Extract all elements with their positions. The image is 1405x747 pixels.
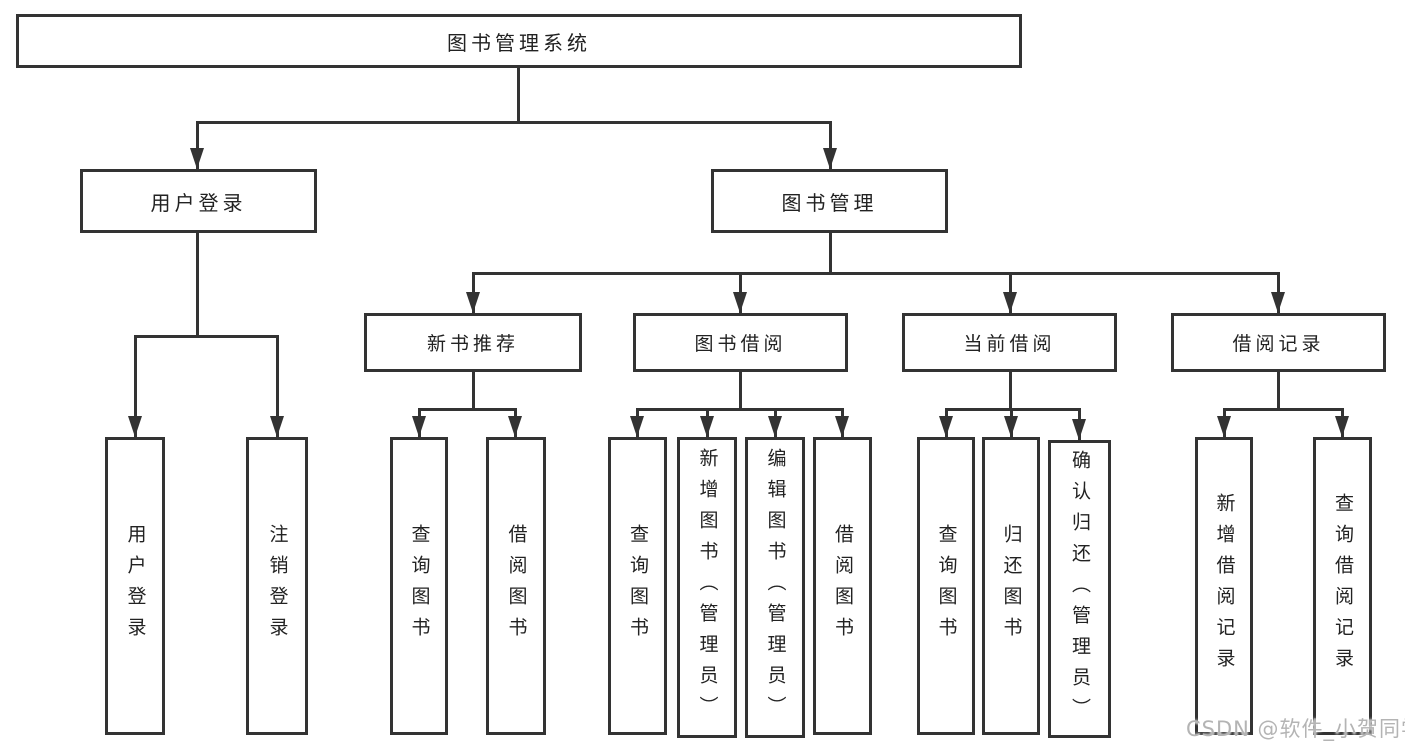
- leaf-add-borrow-record: 新增借阅记录: [1195, 437, 1253, 735]
- arrow-down-icon: [733, 292, 747, 313]
- arrow-down-icon: [939, 416, 953, 437]
- node-library-management-system: 图书管理系统: [16, 14, 1022, 68]
- connector-root-stem: [517, 68, 520, 124]
- arrow-down-icon: [190, 148, 204, 169]
- arrow-down-icon: [412, 416, 426, 437]
- leaf-return-book: 归还图书: [982, 437, 1040, 735]
- connector-records-bar: [1223, 408, 1344, 411]
- arrow-down-icon: [1003, 292, 1017, 313]
- arrow-down-icon: [768, 416, 782, 437]
- connector-drop-leaf: [276, 335, 279, 437]
- node-book-management: 图书管理: [711, 169, 948, 233]
- leaf-user-login: 用户登录: [105, 437, 165, 735]
- arrow-down-icon: [1072, 419, 1086, 440]
- arrow-down-icon: [835, 416, 849, 437]
- node-book-borrowing: 图书借阅: [633, 313, 848, 372]
- leaf-borrow-book: 借阅图书: [813, 437, 872, 735]
- leaf-query-books: 查询图书: [917, 437, 975, 735]
- node-new-book-recommend: 新书推荐: [364, 313, 582, 372]
- connector-book-stem: [829, 233, 832, 275]
- leaf-query-books: 查询图书: [608, 437, 667, 735]
- connector-drop-book-management: [829, 121, 832, 169]
- leaf-query-books: 查询图书: [390, 437, 448, 735]
- connector-root-bar: [196, 121, 832, 124]
- leaf-edit-book-admin: 编辑图书（管理员）: [745, 437, 805, 738]
- connector-current-stem: [1009, 372, 1012, 411]
- connector-book-bar: [472, 272, 1280, 275]
- connector-newbooks-stem: [472, 372, 475, 411]
- arrow-down-icon: [508, 416, 522, 437]
- csdn-watermark: CSDN @软件_小贺同学: [1186, 717, 1405, 741]
- leaf-confirm-return-admin: 确认归还（管理员）: [1048, 440, 1111, 738]
- arrow-down-icon: [630, 416, 644, 437]
- arrow-down-icon: [270, 416, 284, 437]
- connector-user-bar: [134, 335, 279, 338]
- connector-drop-leaf: [134, 335, 137, 437]
- arrow-down-icon: [823, 148, 837, 169]
- arrow-down-icon: [1335, 416, 1349, 437]
- leaf-logout-login: 注销登录: [246, 437, 308, 735]
- arrow-down-icon: [466, 292, 480, 313]
- node-borrowing-records: 借阅记录: [1171, 313, 1386, 372]
- connector-current-bar: [945, 408, 1081, 411]
- connector-borrowing-bar: [636, 408, 844, 411]
- leaf-add-book-admin: 新增图书（管理员）: [677, 437, 737, 738]
- node-user-login: 用户登录: [80, 169, 317, 233]
- leaf-borrow-book: 借阅图书: [486, 437, 546, 735]
- connector-newbooks-bar: [418, 408, 517, 411]
- connector-borrowing-stem: [739, 372, 742, 411]
- connector-records-stem: [1277, 372, 1280, 411]
- arrow-down-icon: [1217, 416, 1231, 437]
- arrow-down-icon: [700, 416, 714, 437]
- connector-drop-user-login: [196, 121, 199, 169]
- arrow-down-icon: [1004, 416, 1018, 437]
- arrow-down-icon: [128, 416, 142, 437]
- node-current-borrowing: 当前借阅: [902, 313, 1117, 372]
- connector-user-stem: [196, 233, 199, 338]
- arrow-down-icon: [1271, 292, 1285, 313]
- leaf-query-borrow-record: 查询借阅记录: [1313, 437, 1372, 735]
